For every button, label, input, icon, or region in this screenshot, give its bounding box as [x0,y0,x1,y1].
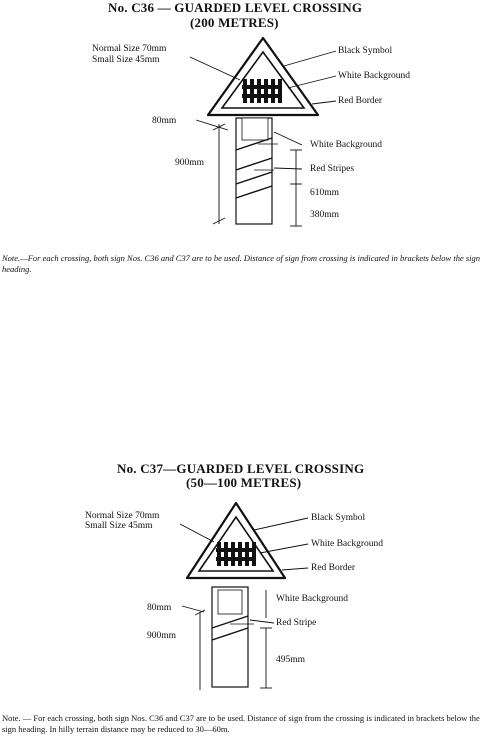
c37-post-bg-label: White Background [276,594,349,604]
c36-symbol-label: Black Symbol [338,46,393,56]
c37-border-label: Red Border [311,563,356,573]
c36-stripes-label: Red Stripes [310,164,355,174]
c36-dim-380: 380mm [310,210,340,220]
c37-post [211,586,254,688]
c37-fence-symbol [216,542,256,566]
c36-border-label: Red Border [338,96,383,106]
c37-size-normal: Normal Size 70mm [85,511,160,521]
c36-post-height-label: 900mm [175,158,205,168]
c36-size-small: Small Size 45mm [92,55,160,65]
c37-background-label: White Background [311,539,384,549]
c37-stripe-label: Red Stripe [276,618,317,628]
c36-note: Note.—For each crossing, both sign Nos. … [2,253,481,274]
c36-fence-symbol [242,79,282,103]
c36-dim-610: 610mm [310,188,340,198]
c37-subtitle: (50—100 METRES) [186,475,302,490]
c37-dim-495: 495mm [276,655,306,665]
c36-triangle-sign [206,36,320,117]
c37-size-small: Small Size 45mm [85,521,153,531]
c36-size-normal: Normal Size 70mm [92,44,167,54]
c37-note: Note. — For each crossing, both sign Nos… [2,713,480,734]
c37-post-height-label: 900mm [147,631,177,641]
c36-background-label: White Background [338,71,411,81]
c36-post-width-label: 80mm [152,116,177,126]
c37-title: No. C37—GUARDED LEVEL CROSSING [117,461,365,476]
c37-triangle-sign [185,501,287,580]
c36-post [235,117,278,225]
c37-symbol-label: Black Symbol [311,513,366,523]
c36-post-bg-label: White Background [310,140,383,150]
c36-subtitle: (200 METRES) [190,15,279,30]
c36-title: No. C36 — GUARDED LEVEL CROSSING [108,0,363,15]
c37-post-width-label: 80mm [147,603,172,613]
